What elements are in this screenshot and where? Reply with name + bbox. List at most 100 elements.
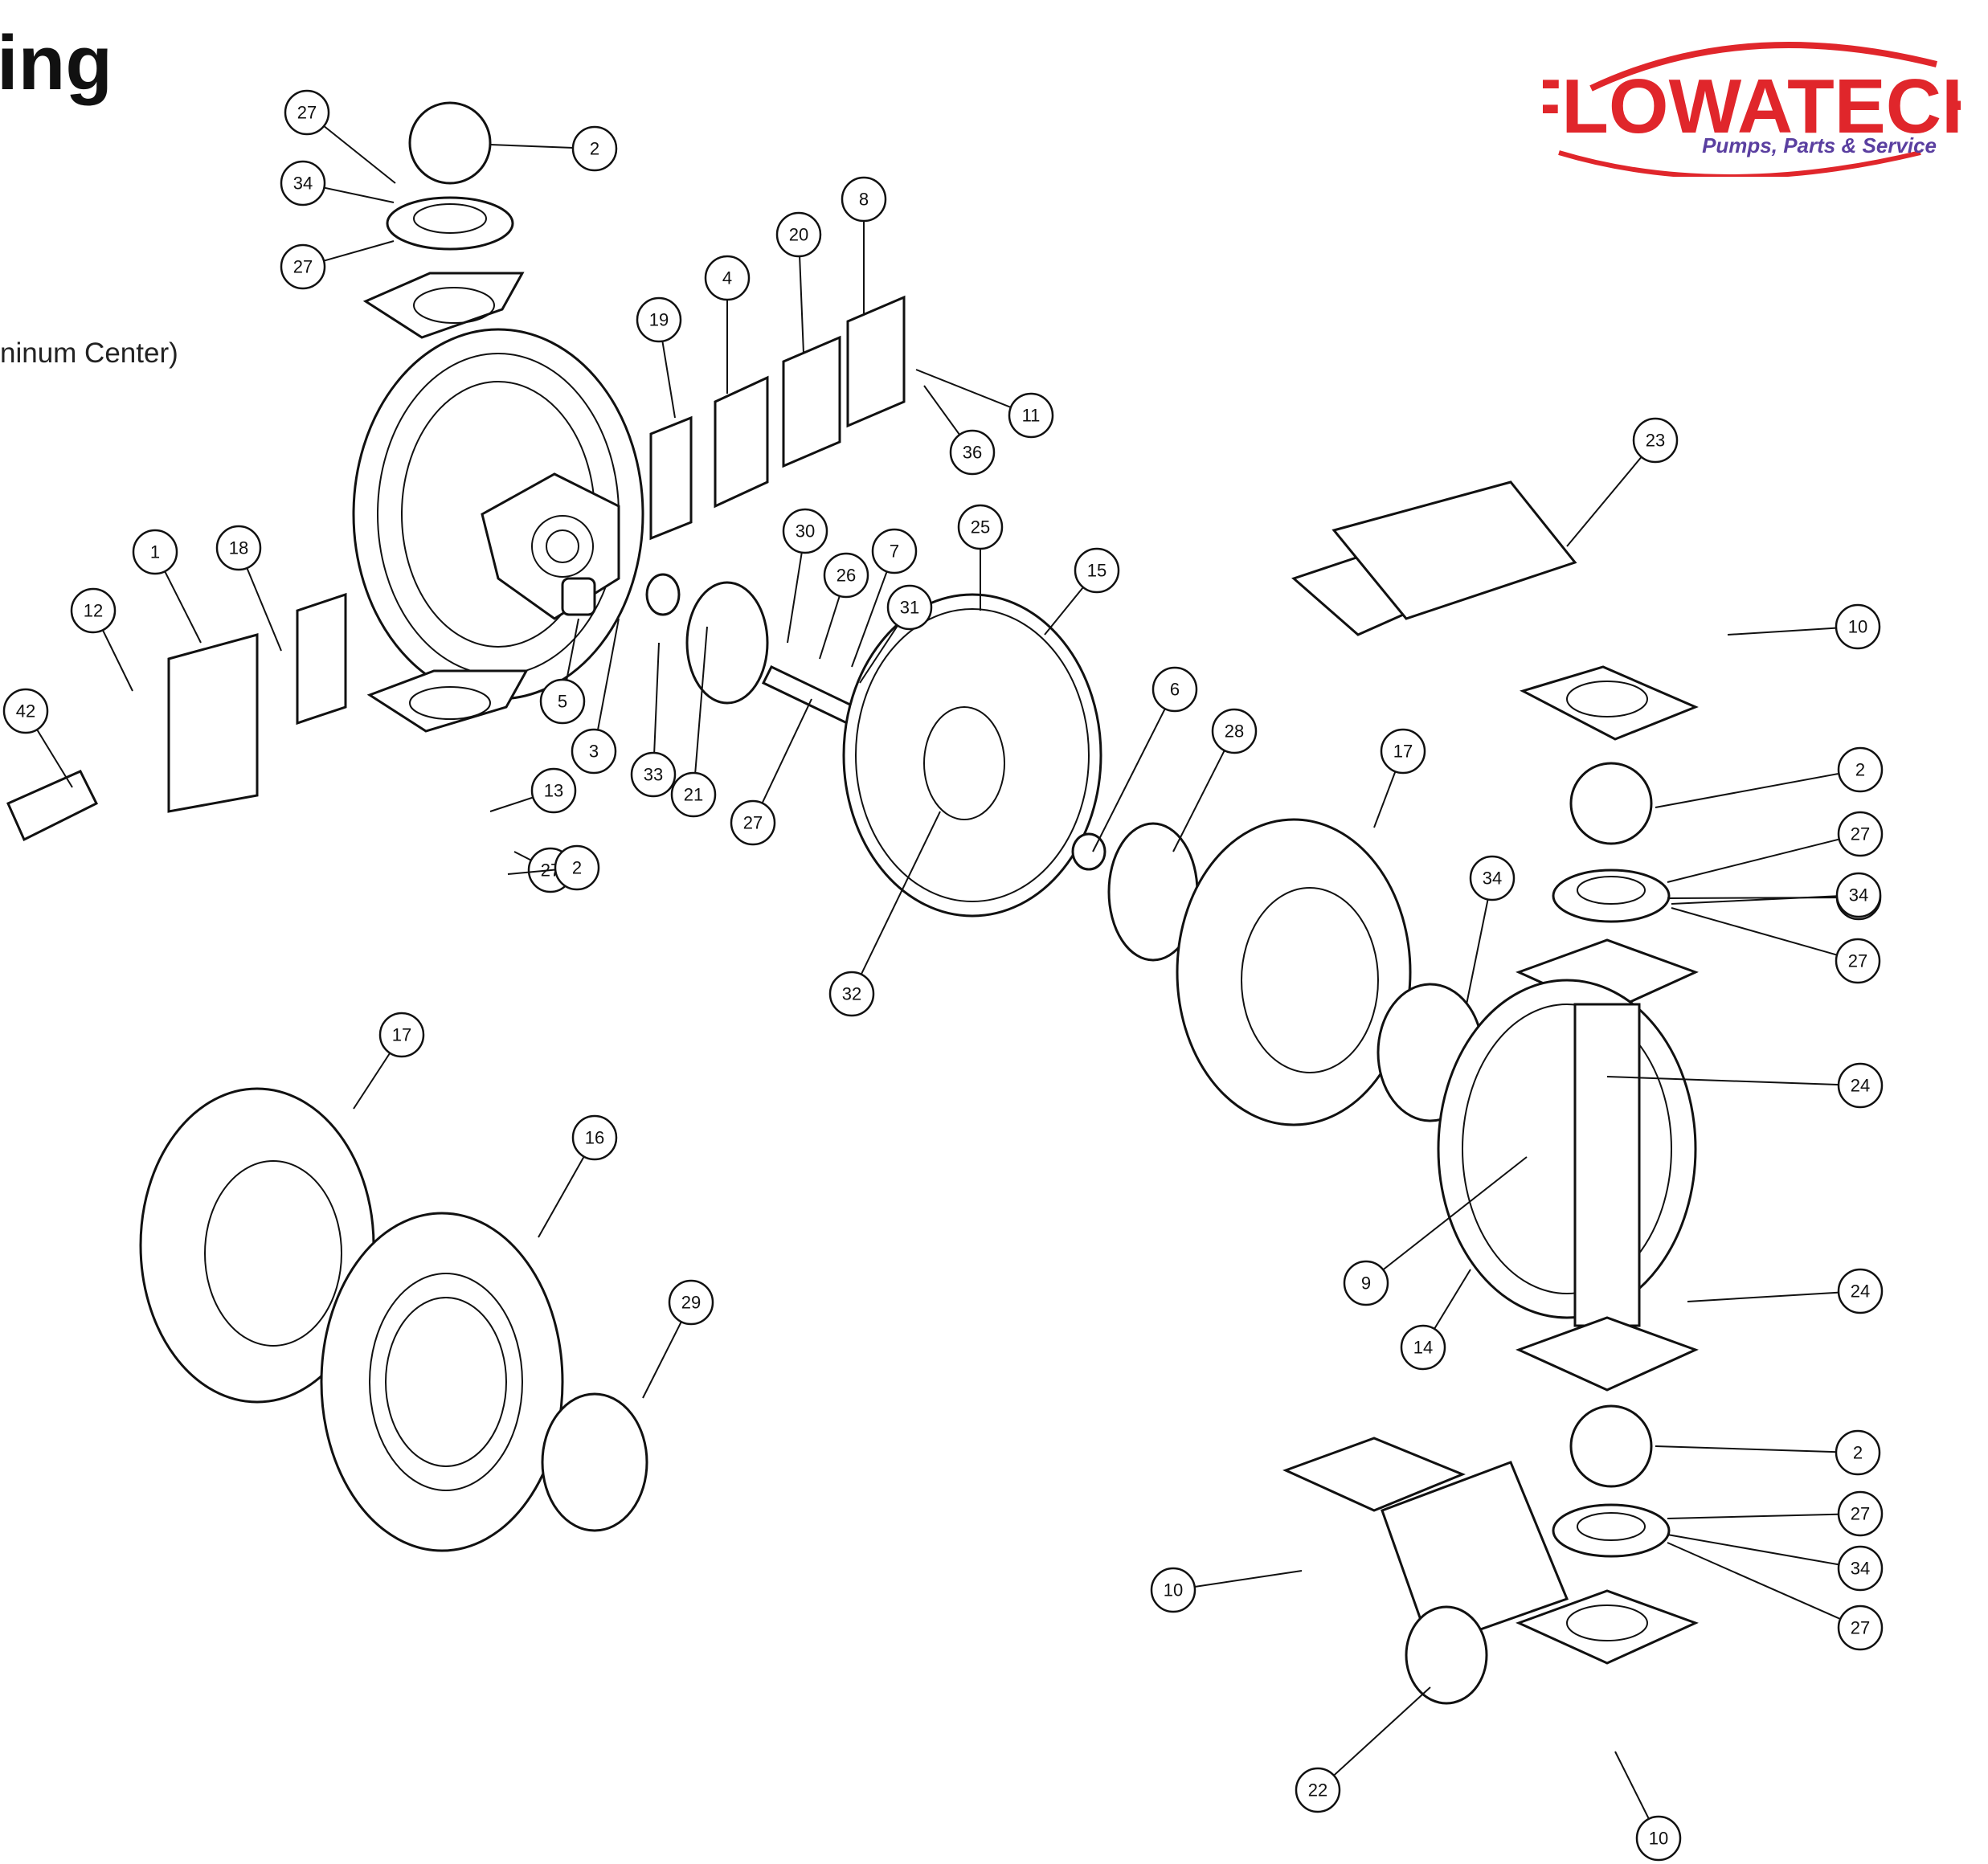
callout-number: 34: [1483, 869, 1502, 889]
callout-number: 10: [1649, 1829, 1668, 1849]
callout-number: 19: [649, 310, 669, 330]
flowatech-logo: FLOWATECH Pumps, Parts & Service: [1543, 42, 1961, 177]
callout-number: 24: [1851, 1282, 1870, 1302]
callout-bubble: [636, 296, 682, 343]
callout-11: 11: [915, 369, 1054, 439]
callout-bubble: [1150, 1567, 1196, 1613]
leader-line: [1566, 439, 1656, 547]
callout-number: 25: [971, 517, 990, 538]
leader-line: [1671, 894, 1859, 905]
center-shaft-and-plate: [761, 593, 1199, 962]
callout-33: 33: [630, 642, 677, 798]
callout-6: 6: [1092, 666, 1198, 852]
callout-26: 26: [819, 552, 869, 660]
callout-number: 29: [681, 1293, 701, 1313]
callout-bubble: [1151, 666, 1198, 713]
callout-number: 21: [684, 785, 703, 805]
right-outer-chamber: [1437, 938, 1699, 1392]
callout-number: 6: [1170, 680, 1180, 700]
callout-30: 30: [782, 508, 828, 644]
left-plates: [6, 295, 906, 842]
callout-number: 36: [963, 443, 982, 463]
callout-bubble: [704, 255, 751, 301]
callout-bubble: [539, 678, 586, 725]
leader-line: [1667, 833, 1861, 883]
left-outer-chamber: [352, 272, 644, 733]
callout-27: 27: [1671, 907, 1881, 984]
callout-bubble: [1295, 1767, 1341, 1813]
callout-bubble: [823, 552, 869, 599]
callout-42: 42: [2, 688, 73, 788]
callout-number: 34: [293, 174, 313, 194]
callout-bubble: [1635, 1815, 1682, 1862]
callout-bubble: [670, 771, 717, 818]
leader-line: [1667, 1542, 1861, 1629]
callout-number: 1: [150, 542, 160, 562]
callout-number: 28: [1225, 721, 1244, 742]
callout-2: 2: [489, 125, 618, 172]
callout-8: 8: [841, 176, 887, 313]
callout-number: 4: [722, 268, 732, 288]
callout-3: 3: [571, 618, 620, 775]
callout-bubble: [1837, 1545, 1884, 1592]
callout-number: 2: [1855, 760, 1865, 780]
callout-number: 20: [789, 225, 808, 245]
callout-number: 13: [544, 781, 563, 801]
callout-number: 34: [1851, 1559, 1870, 1579]
callout-bubble: [571, 125, 618, 172]
callout-number: 27: [1851, 1618, 1870, 1638]
leader-line: [1092, 689, 1176, 852]
callout-bubble: [378, 1012, 425, 1058]
callout-number: 32: [842, 984, 861, 1004]
callout-17: 17: [1373, 728, 1426, 828]
callout-number: 27: [743, 813, 763, 833]
leader-line: [693, 626, 708, 795]
callout-bubble: [284, 89, 330, 136]
callout-2: 2: [1655, 746, 1884, 808]
callout-bubble: [1835, 872, 1882, 918]
right-seat-stacks: [1552, 762, 1671, 1558]
callout-bubble: [1837, 1490, 1884, 1537]
callout-bubble: [1632, 417, 1679, 464]
callout-21: 21: [670, 626, 717, 818]
callout-22: 22: [1295, 1686, 1431, 1813]
leader-line: [1667, 1513, 1861, 1519]
callout-18: 18: [215, 525, 282, 652]
callout-28: 28: [1172, 708, 1258, 852]
callout-10: 10: [1150, 1567, 1303, 1613]
callout-bubble: [730, 799, 776, 846]
callout-bubble: [828, 971, 875, 1017]
callout-bubble: [554, 844, 600, 891]
callout-27: 27: [730, 698, 812, 846]
callout-bubble: [1380, 728, 1426, 775]
callout-9: 9: [1343, 1156, 1528, 1306]
logo-brand: FLOWATECH: [1543, 63, 1961, 149]
callout-bubble: [668, 1279, 714, 1326]
callout-number: 2: [1853, 1443, 1863, 1463]
callout-15: 15: [1044, 547, 1120, 636]
bottom-manifold: [1282, 1437, 1699, 1705]
callout-bubble: [70, 587, 117, 634]
callout-27: 27: [1667, 1542, 1884, 1651]
callout-number: 27: [1851, 824, 1870, 844]
callout-number: 12: [84, 601, 103, 621]
callout-bubble: [280, 160, 326, 206]
page-subtitle: ninum Center): [0, 337, 178, 369]
callout-number: 17: [1393, 742, 1413, 762]
callout-number: 27: [293, 257, 313, 277]
callout-27: 27: [1667, 1490, 1884, 1537]
callout-bubble: [886, 584, 933, 631]
callout-bubble: [775, 211, 822, 258]
logo-tagline: Pumps, Parts & Service: [1702, 133, 1937, 157]
callout-bubble: [215, 525, 262, 571]
callout-12: 12: [70, 587, 133, 692]
leader-line: [851, 811, 941, 995]
callout-number: 27: [1851, 1504, 1870, 1524]
leader-line: [1317, 1686, 1431, 1791]
callout-number: 24: [1851, 1076, 1870, 1096]
callout-number: 3: [589, 742, 599, 762]
callout-number: 11: [1022, 406, 1041, 426]
callout-number: 27: [297, 103, 317, 123]
